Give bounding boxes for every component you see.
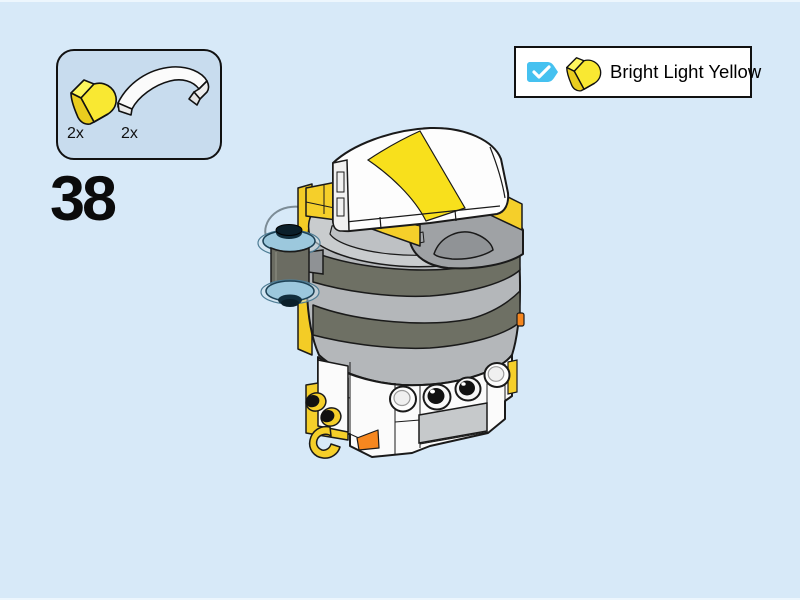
white-stud-right	[483, 362, 511, 388]
face-area	[305, 354, 518, 459]
yellow-hand-assembly	[305, 359, 380, 459]
orange-cheese-slope	[356, 429, 380, 451]
right-eye	[454, 376, 482, 402]
color-callout-label: Bright Light Yellow	[610, 61, 762, 82]
orange-tab	[516, 312, 525, 327]
part-slope-curved-1x4-white-icon	[117, 66, 210, 116]
dome-top	[332, 126, 510, 233]
color-swatch-part-icon	[566, 57, 602, 92]
step-number: 38	[50, 164, 117, 234]
dome-yellow-stripe	[366, 130, 466, 222]
part-count-yellow: 2x	[67, 125, 84, 142]
lantern-accessory	[257, 224, 324, 307]
mouth-tile	[418, 402, 488, 444]
part-count-white: 2x	[121, 125, 138, 142]
yellow-side-tile	[507, 359, 518, 395]
white-stud-left	[389, 385, 417, 413]
part-slope-curved-1x2-yellow-icon	[70, 79, 117, 125]
left-eye	[422, 383, 452, 411]
checked-checkbox-icon[interactable]	[525, 59, 559, 85]
parts-panel: 2x 2x	[56, 49, 222, 160]
yellow-hook	[308, 425, 341, 459]
color-callout: Bright Light Yellow	[514, 46, 761, 98]
